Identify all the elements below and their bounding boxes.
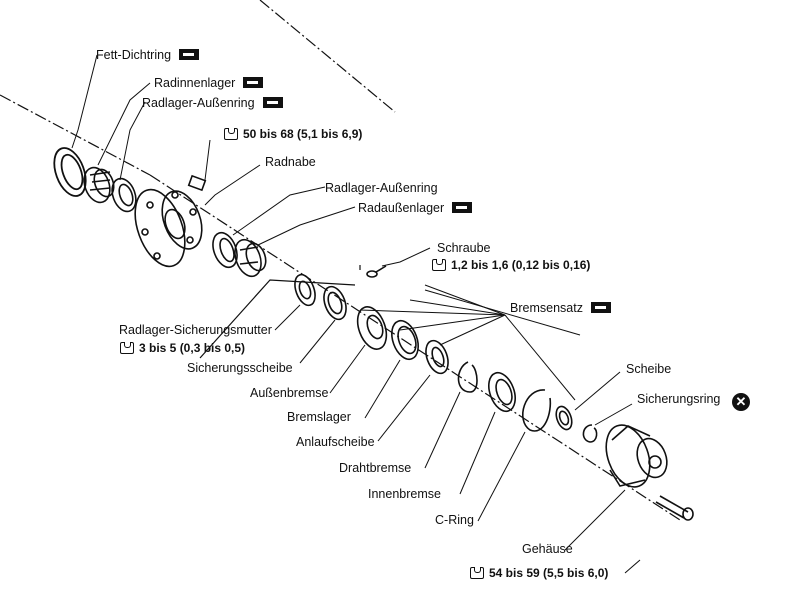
label-text: Drahtbremse [339,461,412,475]
washer-part [555,405,573,431]
label-radlager-aussenring-1: Radlager-Außenring [142,96,283,110]
grease-icon [243,77,264,88]
label-bremslager: Bremslager [287,410,351,424]
label-text: Radaußenlager [358,201,445,215]
x-replace-icon: ✕ [732,393,750,411]
label-text: Gehäuse [522,542,573,556]
wheel-hub-part [134,174,207,268]
label-text: Scheibe [626,362,672,376]
outer-bearing-part [234,238,267,278]
torque-wrench-icon [120,342,134,354]
torque-value: 1,2 bis 1,6 (0,12 bis 0,16) [451,258,591,272]
label-radaussenlager: Radaußenlager [358,201,473,215]
label-text: Sicherungsscheibe [187,361,293,375]
torque-wrench-icon [470,567,484,579]
label-innenbremse: Innenbremse [368,487,441,501]
label-text: Sicherungsring [637,392,721,406]
label-sicherungsring: Sicherungsring [637,392,720,406]
torque-value: 54 bis 59 (5,5 bis 6,0) [489,566,609,580]
label-fett-dichtring: Fett-Dichtring [96,48,200,62]
grease-icon [452,202,473,213]
inner-brake-part [488,371,516,413]
label-text: Schraube [437,241,491,255]
label-c-ring: C-Ring [435,513,474,527]
label-sicherungsmutter: Radlager-Sicherungsmutter [119,323,272,337]
label-text: Fett-Dichtring [96,48,172,62]
label-text: Radlager-Sicherungsmutter [119,323,272,337]
label-text: Radnabe [265,155,316,169]
torque-value: 50 bis 68 (5,1 bis 6,9) [243,127,363,141]
grease-icon [590,302,611,313]
label-text: Innenbremse [368,487,441,501]
housing-bolt-part [655,495,694,521]
label-text: Radlager-Außenring [325,181,438,195]
torque-value: 3 bis 5 (0,3 bis 0,5) [139,341,246,355]
outer-brake-part [356,306,388,350]
label-drahtbremse: Drahtbremse [339,461,411,475]
label-gehaeuse: Gehäuse [522,542,573,556]
label-text: Bremsensatz [510,301,583,315]
label-torque-hub-bolt: 50 bis 68 (5,1 bis 6,9) [224,127,362,141]
label-scheibe: Scheibe [626,362,671,376]
label-radlager-aussenring-2: Radlager-Außenring [325,181,438,195]
label-text: Außenbremse [250,386,329,400]
torque-wrench-icon [224,128,238,140]
snap-ring-part [582,424,598,443]
lock-washer-part [323,285,347,321]
screw-part [366,265,387,278]
label-text: Bremslager [287,410,351,424]
label-radnabe: Radnabe [265,155,316,169]
label-torque-gehaeuse: 54 bis 59 (5,5 bis 6,0) [470,566,608,580]
c-ring-part [521,389,552,432]
label-torque-schraube: 1,2 bis 1,6 (0,12 bis 0,16) [432,258,590,272]
label-radinnenlager: Radinnenlager [154,76,264,90]
label-anlaufscheibe: Anlaufscheibe [296,435,375,449]
torque-wrench-icon [432,259,446,271]
label-aussenbremse: Außenbremse [250,386,329,400]
grease-icon [179,49,200,60]
label-text: Anlaufscheibe [296,435,375,449]
label-text: Radlager-Außenring [142,96,255,110]
inner-bearing-part [83,166,115,204]
label-schraube: Schraube [437,241,491,255]
label-text: C-Ring [435,513,474,527]
outer-race-1-part [111,177,137,213]
label-bremsensatz: Bremsensatz [510,301,611,315]
thrust-washer-part [425,339,449,375]
grease-seal-part [53,147,87,197]
wire-brake-part [457,361,478,393]
outer-race-2-part [212,231,238,269]
housing-part [605,424,668,488]
label-torque-mutter: 3 bis 5 (0,3 bis 0,5) [120,341,245,355]
grease-icon [262,97,283,108]
lock-nut-part [294,273,316,307]
label-text: Radinnenlager [154,76,236,90]
label-sicherungsscheibe: Sicherungsscheibe [187,361,293,375]
brake-bearing-part [391,319,419,361]
